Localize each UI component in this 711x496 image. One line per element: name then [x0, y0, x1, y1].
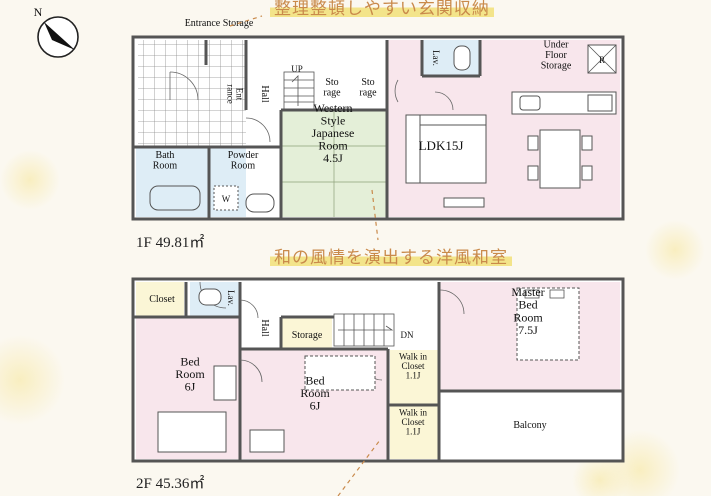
label-closet: Closet: [149, 294, 175, 305]
room-wic2: [390, 406, 438, 459]
label-dn: DN: [401, 330, 414, 340]
dining-table: [539, 129, 581, 189]
room-balcony: [444, 392, 620, 459]
label-hall-1f: Hall: [259, 85, 270, 102]
room-storage-2f: [282, 318, 332, 348]
label-lav-1f: Lav.: [431, 50, 441, 66]
bed-master: [516, 287, 580, 361]
desk-2: [249, 429, 285, 453]
label-storage-2f: Storage: [292, 330, 323, 341]
walls-2f: [131, 277, 625, 463]
label-balcony: Balcony: [513, 420, 546, 431]
label-w: W: [222, 194, 231, 204]
floor1-area: 1F 49.81㎡: [136, 235, 205, 251]
label-lav-2f: Lav.: [226, 290, 236, 306]
desk-1: [213, 365, 237, 401]
callout-lines: [229, 15, 381, 496]
background-flowers: [0, 150, 705, 496]
compass: N: [34, 5, 79, 58]
floor2-area: 2F 45.36㎡: [136, 476, 205, 492]
label-hall-2f: Hall: [259, 319, 270, 336]
stairs-2f: [333, 313, 395, 347]
bathtub: [149, 185, 201, 211]
room-wic1: [390, 350, 438, 404]
catch-copy-middle: 和の風情を演出する洋風和室: [270, 243, 512, 268]
sink: [519, 95, 541, 111]
toilet-2f: [198, 288, 222, 306]
stairs-1f: [283, 71, 315, 110]
bed-2: [304, 355, 376, 391]
room-closet: [136, 282, 184, 316]
label-entrance: Entrance: [225, 84, 244, 103]
label-ldk: LDK15J: [419, 138, 464, 153]
stove: [587, 94, 613, 112]
tv-stand: [443, 197, 485, 208]
catch-copy-top: 整理整頓しやすい玄関収納: [270, 0, 494, 19]
compass-label: N: [34, 5, 43, 19]
label-entrance-storage: Entrance Storage: [185, 18, 254, 29]
washbasin: [245, 193, 275, 213]
label-r: R: [599, 55, 605, 65]
bed-1: [157, 411, 227, 453]
walls-1f: [131, 35, 625, 221]
washer: [213, 185, 239, 211]
toilet-1f: [453, 45, 471, 71]
label-up: UP: [291, 64, 303, 74]
